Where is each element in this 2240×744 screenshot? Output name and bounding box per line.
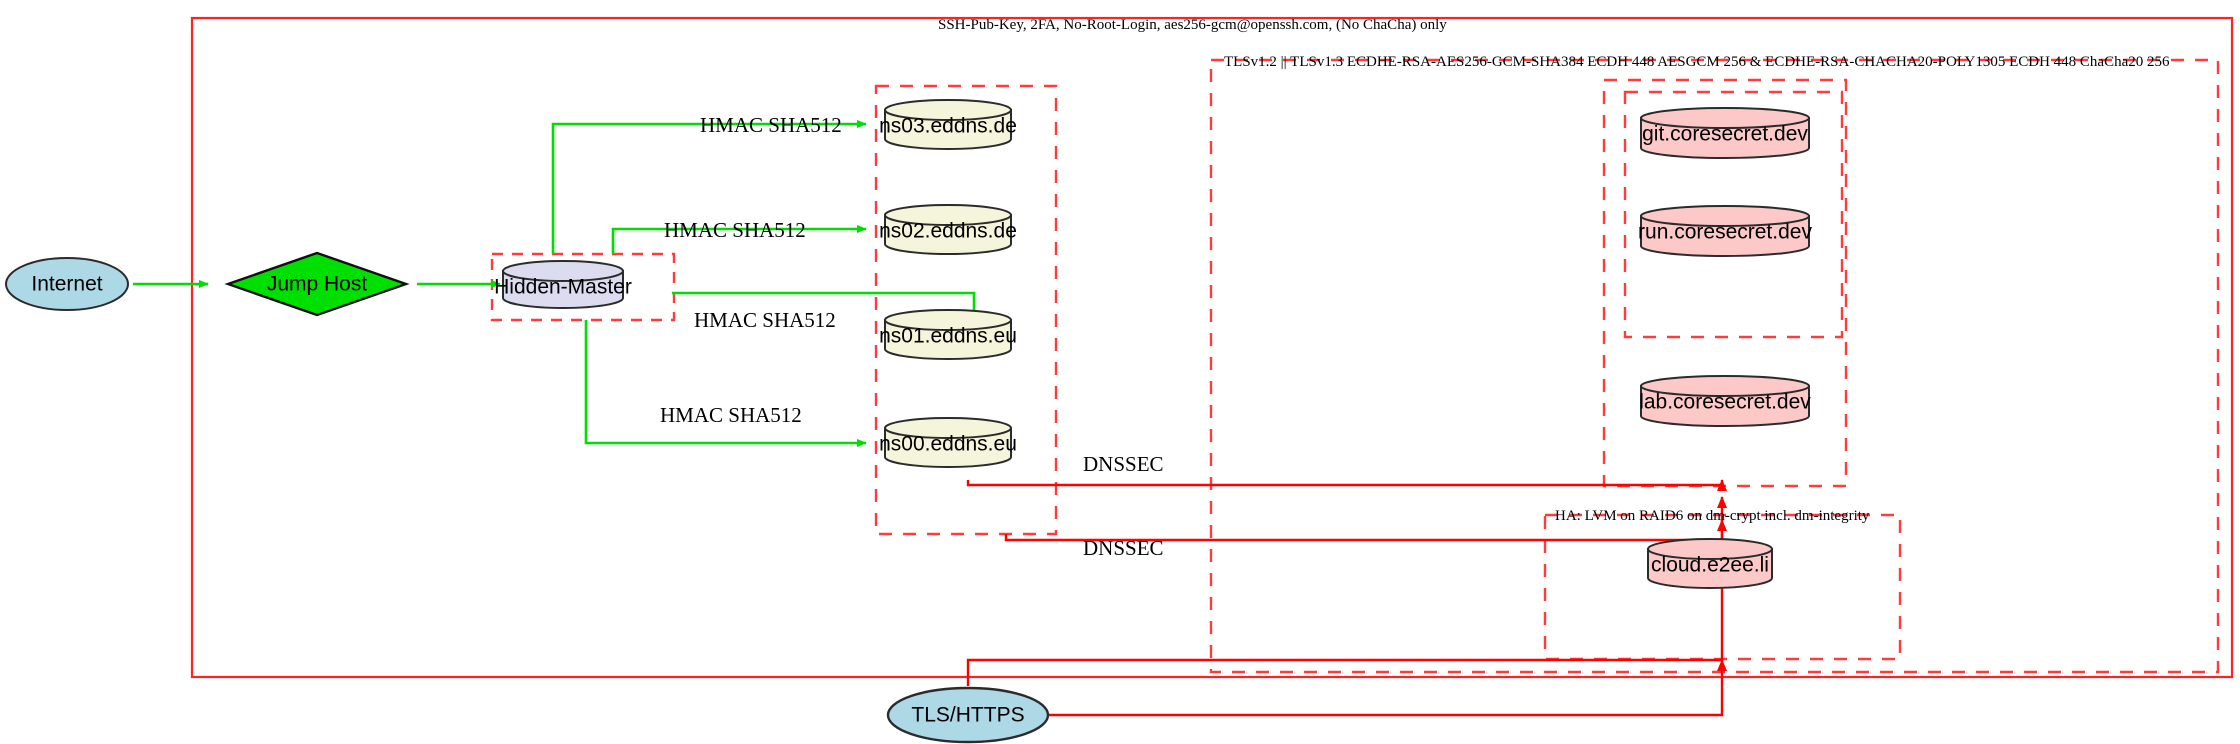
edge-label-dnssec-2: DNSSEC: [1083, 536, 1164, 560]
node-hidden-master[interactable]: Hidden-Master: [494, 260, 632, 309]
node-run-coresecret[interactable]: run.coresecret.dev: [1638, 205, 1812, 257]
edge-label-hmac-2: HMAC SHA512: [664, 218, 806, 242]
node-ns03-label: ns03.eddns.de: [879, 115, 1017, 138]
node-internet[interactable]: Internet: [5, 257, 129, 311]
node-git-coresecret-label: git.coresecret.dev: [1642, 123, 1808, 146]
ssh-boundary-label: SSH-Pub-Key, 2FA, No-Root-Login, aes256-…: [938, 17, 1447, 33]
edge-master-ns03: [551, 120, 867, 254]
edge-dnssec-coresecret: [966, 479, 1727, 491]
node-jumphost[interactable]: Jump Host: [224, 251, 410, 317]
node-ns01-label: ns01.eddns.eu: [879, 325, 1017, 348]
node-ns01[interactable]: ns01.eddns.eu: [879, 309, 1017, 360]
tls-boundary-label: TLSv1.2 || TLSv1.3 ECDHE-RSA-AES256-GCM-…: [1224, 54, 2170, 70]
node-hidden-master-label: Hidden-Master: [494, 276, 632, 299]
node-cloud-e2ee-label: cloud.e2ee.li: [1651, 554, 1769, 577]
node-ns00-label: ns00.eddns.eu: [879, 433, 1017, 456]
edge-master-ns00: [584, 320, 867, 447]
edge-label-dnssec-1: DNSSEC: [1083, 452, 1164, 476]
node-run-coresecret-label: run.coresecret.dev: [1638, 221, 1812, 244]
edge-tls-coresecret: [966, 496, 1727, 686]
node-git-coresecret[interactable]: git.coresecret.dev: [1640, 107, 1810, 159]
node-lab-coresecret[interactable]: lab.coresecret.dev: [1639, 375, 1811, 427]
ha-boundary-label: HA: LVM on RAID6 on dm-crypt incl. dm-in…: [1555, 508, 1870, 524]
node-tls-https[interactable]: TLS/HTTPS: [886, 686, 1050, 744]
node-ns02-label: ns02.eddns.de: [879, 220, 1017, 243]
edge-label-hmac-3: HMAC SHA512: [694, 308, 836, 332]
edge-tls-ha: [1048, 659, 1727, 717]
gitrun-boundary-box: [1623, 90, 1844, 339]
node-cloud-e2ee[interactable]: cloud.e2ee.li: [1647, 538, 1773, 589]
node-tls-https-label: TLS/HTTPS: [911, 704, 1024, 727]
node-ns00[interactable]: ns00.eddns.eu: [879, 417, 1017, 468]
tls-boundary-box: [1209, 58, 2220, 674]
ssh-boundary-box: [190, 16, 2234, 679]
node-lab-coresecret-label: lab.coresecret.dev: [1639, 391, 1811, 414]
edge-label-hmac-4: HMAC SHA512: [660, 403, 802, 427]
node-ns02[interactable]: ns02.eddns.de: [879, 204, 1017, 255]
node-jumphost-label: Jump Host: [267, 273, 368, 296]
node-ns03[interactable]: ns03.eddns.de: [879, 99, 1017, 150]
edge-label-hmac-1: HMAC SHA512: [700, 113, 842, 137]
dns-zone-boundary-box: [874, 84, 1058, 536]
node-internet-label: Internet: [31, 273, 102, 296]
edge-master-ns02: [611, 225, 867, 254]
